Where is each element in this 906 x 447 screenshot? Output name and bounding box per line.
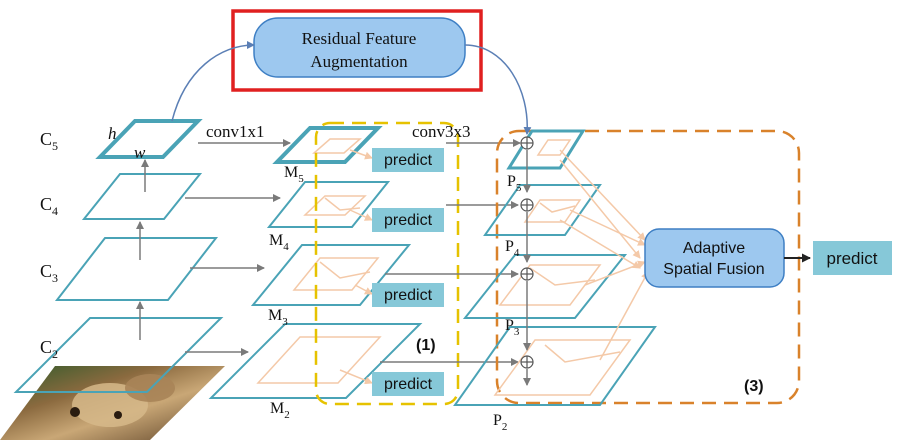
- c2-plane: [13, 317, 224, 393]
- label-w: w: [134, 143, 146, 162]
- rfa-highlight: [231, 9, 483, 92]
- svg-text:predict: predict: [826, 249, 877, 268]
- m5-plane: [272, 126, 383, 164]
- bear-photo: [0, 366, 225, 440]
- label-c3: C3: [40, 261, 58, 285]
- label-p2: P2: [493, 412, 507, 433]
- label-m4: M4: [269, 232, 289, 253]
- oplus-p3: [520, 267, 534, 281]
- p2-plane: [453, 326, 657, 406]
- svg-text:Spatial Fusion: Spatial Fusion: [663, 261, 764, 278]
- label-p4: P4: [505, 238, 520, 259]
- rfa-to-p5-curve: [464, 44, 532, 135]
- label-h: h: [108, 124, 117, 143]
- c3-plane: [54, 237, 219, 301]
- c5-to-rfa-curve: [171, 41, 255, 122]
- m3-plane: [250, 244, 412, 306]
- label-m2: M2: [270, 400, 290, 421]
- label-c5: C5: [40, 129, 58, 153]
- label-c4: C4: [40, 194, 58, 218]
- label-group-1: (1): [416, 337, 436, 354]
- oplus-p2: [520, 355, 534, 369]
- label-conv3x3: conv3x3: [412, 122, 471, 141]
- predict-box-m2: predict: [372, 372, 444, 396]
- m2-plane: [208, 323, 423, 399]
- label-c2: C2: [40, 337, 58, 361]
- group-3-box: [495, 129, 801, 405]
- svg-text:predict: predict: [384, 212, 433, 229]
- label-conv1x1: conv1x1: [206, 122, 265, 141]
- adaptive-spatial-fusion-box: Adaptive Spatial Fusion: [644, 228, 785, 288]
- label-m3: M3: [268, 307, 288, 328]
- svg-text:predict: predict: [384, 376, 433, 393]
- c4-plane: [81, 173, 203, 220]
- predict-box-m4: predict: [372, 208, 444, 232]
- predict-box-m3: predict: [372, 283, 444, 307]
- svg-text:Augmentation: Augmentation: [310, 52, 408, 71]
- oplus-p5: [520, 136, 534, 150]
- svg-text:Residual Feature: Residual Feature: [302, 29, 417, 48]
- p4-plane: [483, 184, 602, 236]
- residual-feature-augmentation-box: Residual Feature Augmentation: [253, 17, 466, 78]
- svg-text:Adaptive: Adaptive: [683, 240, 745, 257]
- predict-box-final: predict: [813, 241, 892, 275]
- p3-plane: [462, 254, 628, 319]
- p5-plane: [506, 129, 586, 170]
- group-1-box: [314, 121, 460, 406]
- c5-plane: [95, 119, 203, 159]
- label-p3: P3: [505, 317, 520, 338]
- predict-box-m5: predict: [372, 148, 444, 172]
- label-group-3: (3): [744, 378, 764, 395]
- m4-plane: [266, 181, 391, 228]
- svg-text:predict: predict: [384, 287, 433, 304]
- svg-text:predict: predict: [384, 152, 433, 169]
- label-p5: P5: [507, 173, 522, 194]
- label-m5: M5: [284, 164, 304, 185]
- oplus-p4: [520, 198, 534, 212]
